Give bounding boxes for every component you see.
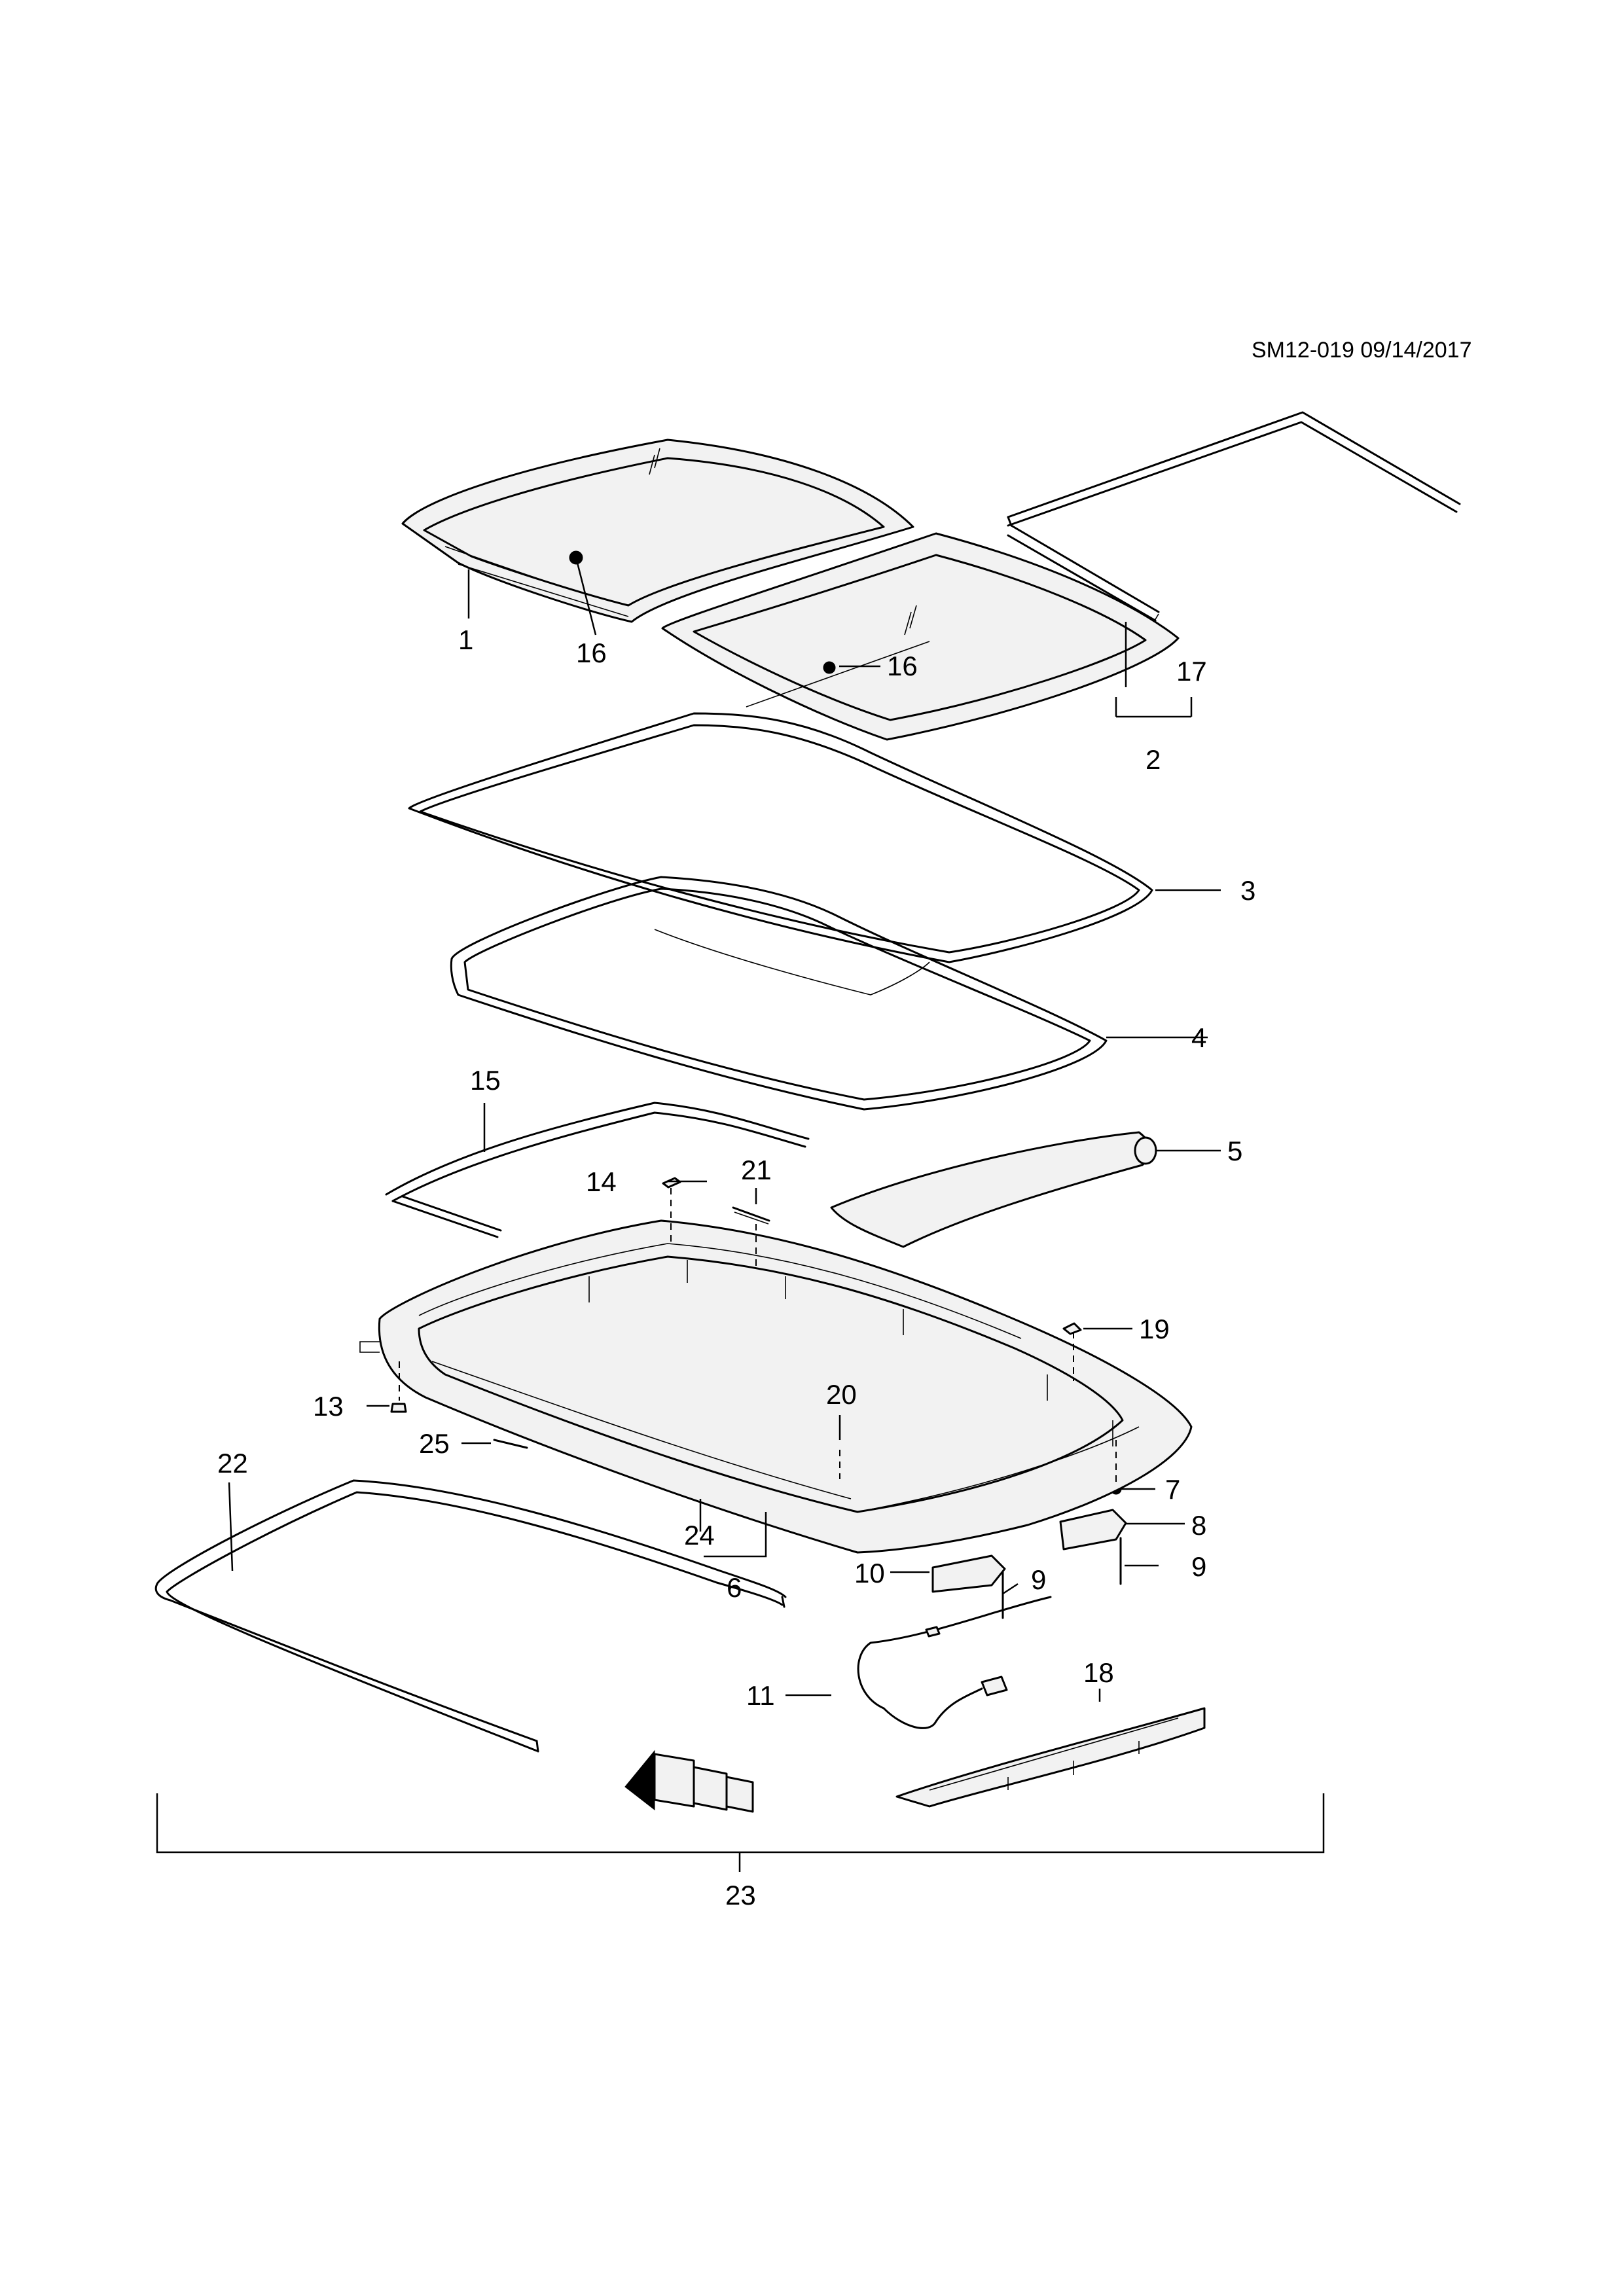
callout-10: 10 xyxy=(854,1558,885,1588)
leader-lines xyxy=(156,557,1325,1872)
part-15-wind-deflector xyxy=(385,1102,810,1238)
callout-21: 21 xyxy=(741,1155,772,1185)
part-3-outer-seal xyxy=(408,712,1153,963)
part-10-motor xyxy=(931,1554,1006,1593)
part-19-clip xyxy=(1062,1322,1082,1335)
callout-17: 17 xyxy=(1176,656,1207,687)
callout-16-front: 16 xyxy=(576,637,607,668)
callout-20: 20 xyxy=(826,1379,857,1410)
part-8-drive-unit xyxy=(1059,1509,1127,1551)
part-22-drain-seal xyxy=(154,1479,787,1753)
callout-labels: 1 16 16 17 2 3 4 15 5 14 21 19 20 13 22 … xyxy=(217,624,1255,1910)
part-16-rear-nut xyxy=(823,661,836,674)
callout-2: 2 xyxy=(1146,744,1161,775)
callout-6: 6 xyxy=(727,1572,742,1603)
part-25-strip xyxy=(493,1439,528,1449)
part-14-clip xyxy=(662,1177,681,1189)
callout-18: 18 xyxy=(1083,1657,1114,1688)
part-1-front-glass-panel xyxy=(401,439,914,623)
callout-4: 4 xyxy=(1191,1022,1206,1053)
callout-25: 25 xyxy=(419,1428,450,1459)
part-6-sunroof-frame xyxy=(359,1219,1193,1554)
callout-14: 14 xyxy=(586,1166,617,1197)
callout-22: 22 xyxy=(217,1448,248,1479)
part-18-trim-panel xyxy=(895,1707,1206,1808)
part-4-inner-seal xyxy=(450,876,1108,1111)
callout-15: 15 xyxy=(470,1065,501,1096)
callout-11: 11 xyxy=(746,1680,775,1711)
callout-9-right: 9 xyxy=(1191,1551,1206,1582)
part-21-clip xyxy=(732,1206,770,1225)
callout-7: 7 xyxy=(1165,1474,1180,1505)
callout-13: 13 xyxy=(313,1391,344,1422)
part-11-wiring-harness xyxy=(857,1596,1052,1729)
callout-19: 19 xyxy=(1139,1314,1170,1344)
callout-8: 8 xyxy=(1191,1510,1206,1541)
callout-9-left: 9 xyxy=(1031,1564,1046,1595)
callout-5: 5 xyxy=(1227,1136,1242,1166)
part-5-sunshade xyxy=(830,1131,1157,1248)
part-13-bolt xyxy=(390,1403,407,1413)
callout-16-rear: 16 xyxy=(887,651,918,681)
callout-3: 3 xyxy=(1240,875,1255,906)
front-direction-arrow-icon xyxy=(624,1749,754,1813)
callout-1: 1 xyxy=(458,624,473,655)
callout-24: 24 xyxy=(684,1520,715,1551)
document-reference: SM12-019 09/14/2017 xyxy=(1252,338,1471,363)
part-2-rear-glass-panel xyxy=(661,532,1180,741)
callout-23: 23 xyxy=(725,1880,756,1910)
